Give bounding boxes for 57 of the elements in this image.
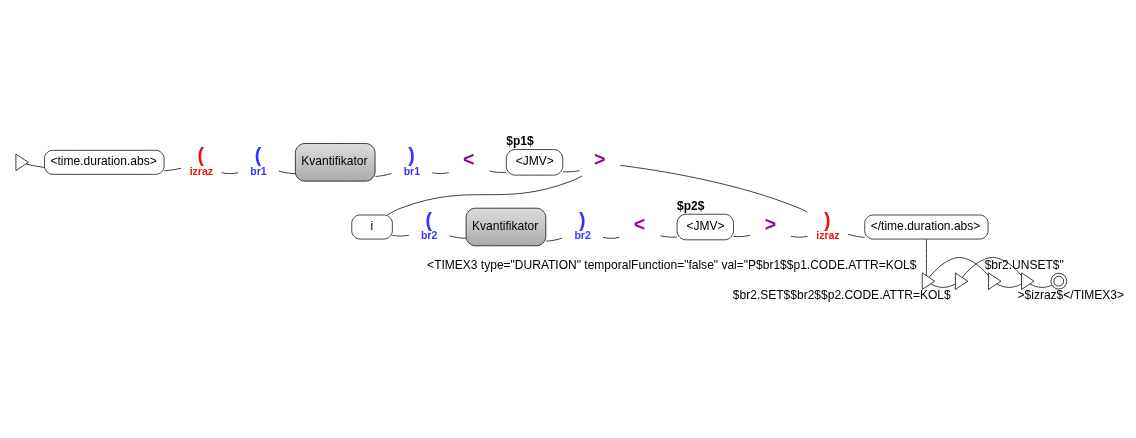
connector <box>489 170 507 173</box>
connector <box>659 234 678 238</box>
node-label: >$izraz$</TIMEX3> <box>1017 287 1125 302</box>
node-box: Kvantifikator <box>294 142 376 181</box>
connector <box>996 283 1022 288</box>
node-text: ( <box>254 143 262 166</box>
connector <box>221 171 239 174</box>
node-box: <JMV> <box>676 213 734 240</box>
node-label: izraz <box>816 228 840 241</box>
node-text: > <box>764 212 777 235</box>
node-text: > <box>593 147 606 170</box>
node-text: ) <box>824 208 831 231</box>
connector <box>1029 283 1053 288</box>
node-triangle <box>988 272 1002 290</box>
connector <box>562 169 580 172</box>
node-box: </time.duration.abs> <box>864 214 989 239</box>
connector <box>620 164 808 213</box>
node-triangle <box>15 153 29 171</box>
connector <box>733 234 751 237</box>
connector <box>431 171 450 174</box>
node-box: <time.duration.abs> <box>44 149 165 175</box>
node-text: ( <box>425 208 432 231</box>
connector <box>163 167 182 171</box>
node-box: i <box>351 214 393 239</box>
node-label: <TIMEX3 type="DURATION" temporalFunction="false" val="P$br1$$p1.CODE.ATTR=KOL$ <box>427 257 917 272</box>
node-triangle <box>1021 272 1035 290</box>
node-text: ) <box>578 208 586 231</box>
connector <box>926 238 927 276</box>
connector <box>375 172 392 177</box>
node-text: ) <box>408 143 415 166</box>
node-label: br1 <box>250 164 267 177</box>
connector <box>545 237 563 241</box>
node-box: <JMV> <box>505 148 564 175</box>
node-label: br2 <box>574 228 591 241</box>
node-text: < <box>633 212 646 235</box>
node-box: Kvantifikator <box>465 207 547 246</box>
node-text: < <box>463 147 475 170</box>
connector <box>790 235 808 238</box>
connector <box>602 236 620 239</box>
connector <box>449 234 467 239</box>
node-triangle <box>921 272 936 290</box>
node-text: ( <box>197 143 205 166</box>
connector <box>929 256 989 278</box>
node-triangle <box>955 272 969 290</box>
connector <box>25 163 45 168</box>
connector <box>387 175 583 215</box>
node-label: $br2.SET$$br2$$p2.CODE.ATTR=KOL$ <box>732 287 951 302</box>
node-label: $p1$ <box>506 133 534 148</box>
connector <box>962 256 1022 278</box>
node-label: $p2$ <box>677 198 705 213</box>
node-label: $br2.UNSET$" <box>984 257 1064 272</box>
node-label: br1 <box>403 164 421 177</box>
connector <box>392 234 410 236</box>
node-label: izraz <box>189 164 214 177</box>
connector <box>847 233 865 238</box>
connector <box>278 170 296 174</box>
connector <box>930 283 956 288</box>
